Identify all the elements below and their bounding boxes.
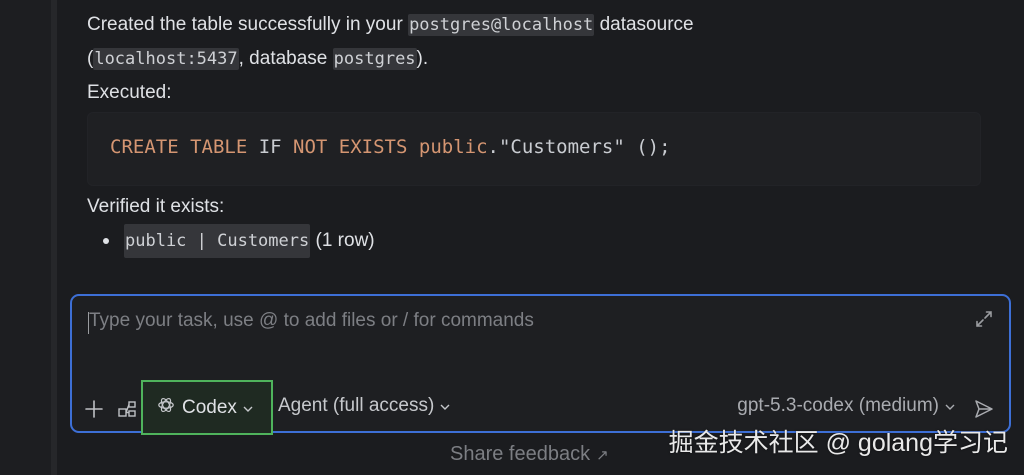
verified-label: Verified it exists: <box>87 196 225 217</box>
share-feedback-link[interactable]: Share feedback ↗ <box>450 443 609 465</box>
message-line-2: (localhost:5437, database postgres). <box>87 48 429 70</box>
expand-icon[interactable] <box>973 308 995 330</box>
openai-logo-icon <box>157 396 175 420</box>
plus-icon[interactable] <box>84 399 104 419</box>
agent-mode-dropdown[interactable]: Agent (full access) <box>278 395 450 417</box>
structure-icon[interactable] <box>117 399 137 419</box>
message-line-1: Created the table successfully in your p… <box>87 14 694 36</box>
codex-selector-button[interactable]: Codex <box>141 380 273 435</box>
watermark: 掘金技术社区 @ golang学习记 <box>668 429 1008 457</box>
assistant-message: Created the table successfully in your p… <box>87 8 987 110</box>
sidebar-splitter[interactable] <box>51 0 57 475</box>
host-code: localhost:5437 <box>93 48 239 70</box>
left-sidebar <box>0 0 51 475</box>
task-input[interactable]: Type your task, use @ to add files or / … <box>89 310 534 331</box>
model-selector-dropdown[interactable]: gpt-5.3-codex (medium) <box>737 395 955 417</box>
chevron-down-icon <box>945 395 955 417</box>
send-icon[interactable] <box>973 398 995 420</box>
chevron-down-icon <box>440 395 450 417</box>
chevron-down-icon <box>243 397 253 419</box>
datasource-code: postgres@localhost <box>408 14 595 36</box>
text-caret <box>88 312 89 334</box>
executed-label: Executed: <box>87 82 172 103</box>
list-item: public | Customers (1 row) <box>103 224 375 258</box>
database-code: postgres <box>332 48 417 70</box>
task-composer[interactable]: Type your task, use @ to add files or / … <box>70 294 1011 435</box>
external-link-icon: ↗ <box>596 446 609 464</box>
sql-code-block: CREATE TABLE IF NOT EXISTS public."Custo… <box>87 112 981 186</box>
verified-code: public | Customers <box>124 224 311 258</box>
bullet-icon <box>103 238 109 244</box>
composer-toolbar: Codex Agent (full access) gpt-5.3-codex … <box>72 380 1009 435</box>
